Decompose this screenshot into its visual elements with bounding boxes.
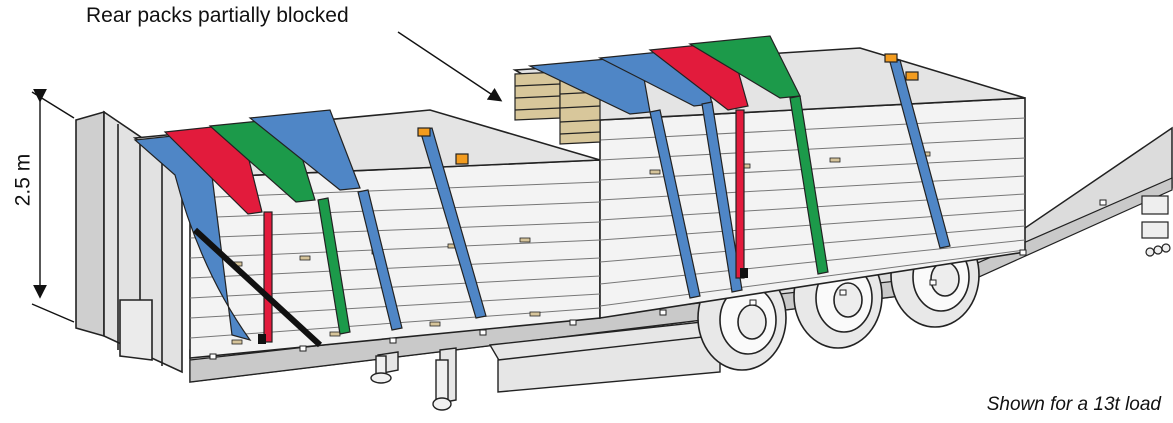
height-dimension-label: 2.5 m: [11, 153, 35, 207]
rear-light-cluster: [1141, 195, 1171, 257]
callout-label: Rear packs partially blocked: [86, 4, 349, 27]
arrow-icon: [397, 31, 503, 102]
deck-hooks: [209, 199, 1107, 360]
caption: Shown for a 13t load: [986, 394, 1161, 415]
landing-legs: [370, 355, 452, 411]
dimension-arrow-icon: [31, 88, 75, 323]
straps-front: [133, 109, 487, 343]
headboard: [75, 110, 183, 374]
front-chain: [192, 227, 323, 348]
straps-rear: [527, 35, 951, 299]
ratchet-tensioners: [258, 268, 748, 344]
